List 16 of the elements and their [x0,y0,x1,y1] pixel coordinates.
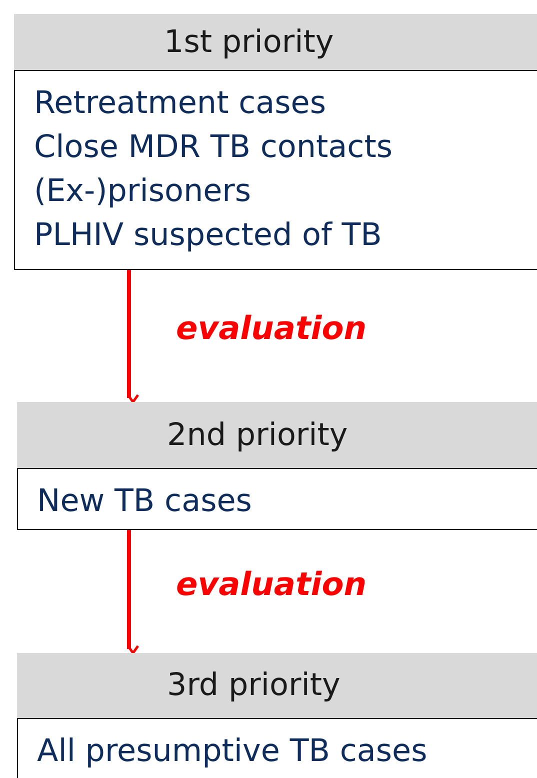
priority-box [14,14,537,270]
list-item: All presumptive TB cases [37,732,428,771]
box-heading: 1st priority [164,22,334,62]
list-item: Close MDR TB contacts [34,128,394,167]
box-heading: 3rd priority [167,666,340,706]
priority-box [17,402,537,530]
edge-label: evaluation [176,312,367,344]
arrow [126,530,140,654]
list-item: PLHIV suspected of TB [34,216,383,255]
arrow [126,270,140,404]
list-item: (Ex-)prisoners [34,172,252,211]
edge-label: evaluation [176,568,367,600]
list-item: Retreatment cases [34,84,328,123]
box-heading: 2nd priority [167,416,348,455]
priority-box [17,653,537,778]
list-item: New TB cases [37,482,253,521]
